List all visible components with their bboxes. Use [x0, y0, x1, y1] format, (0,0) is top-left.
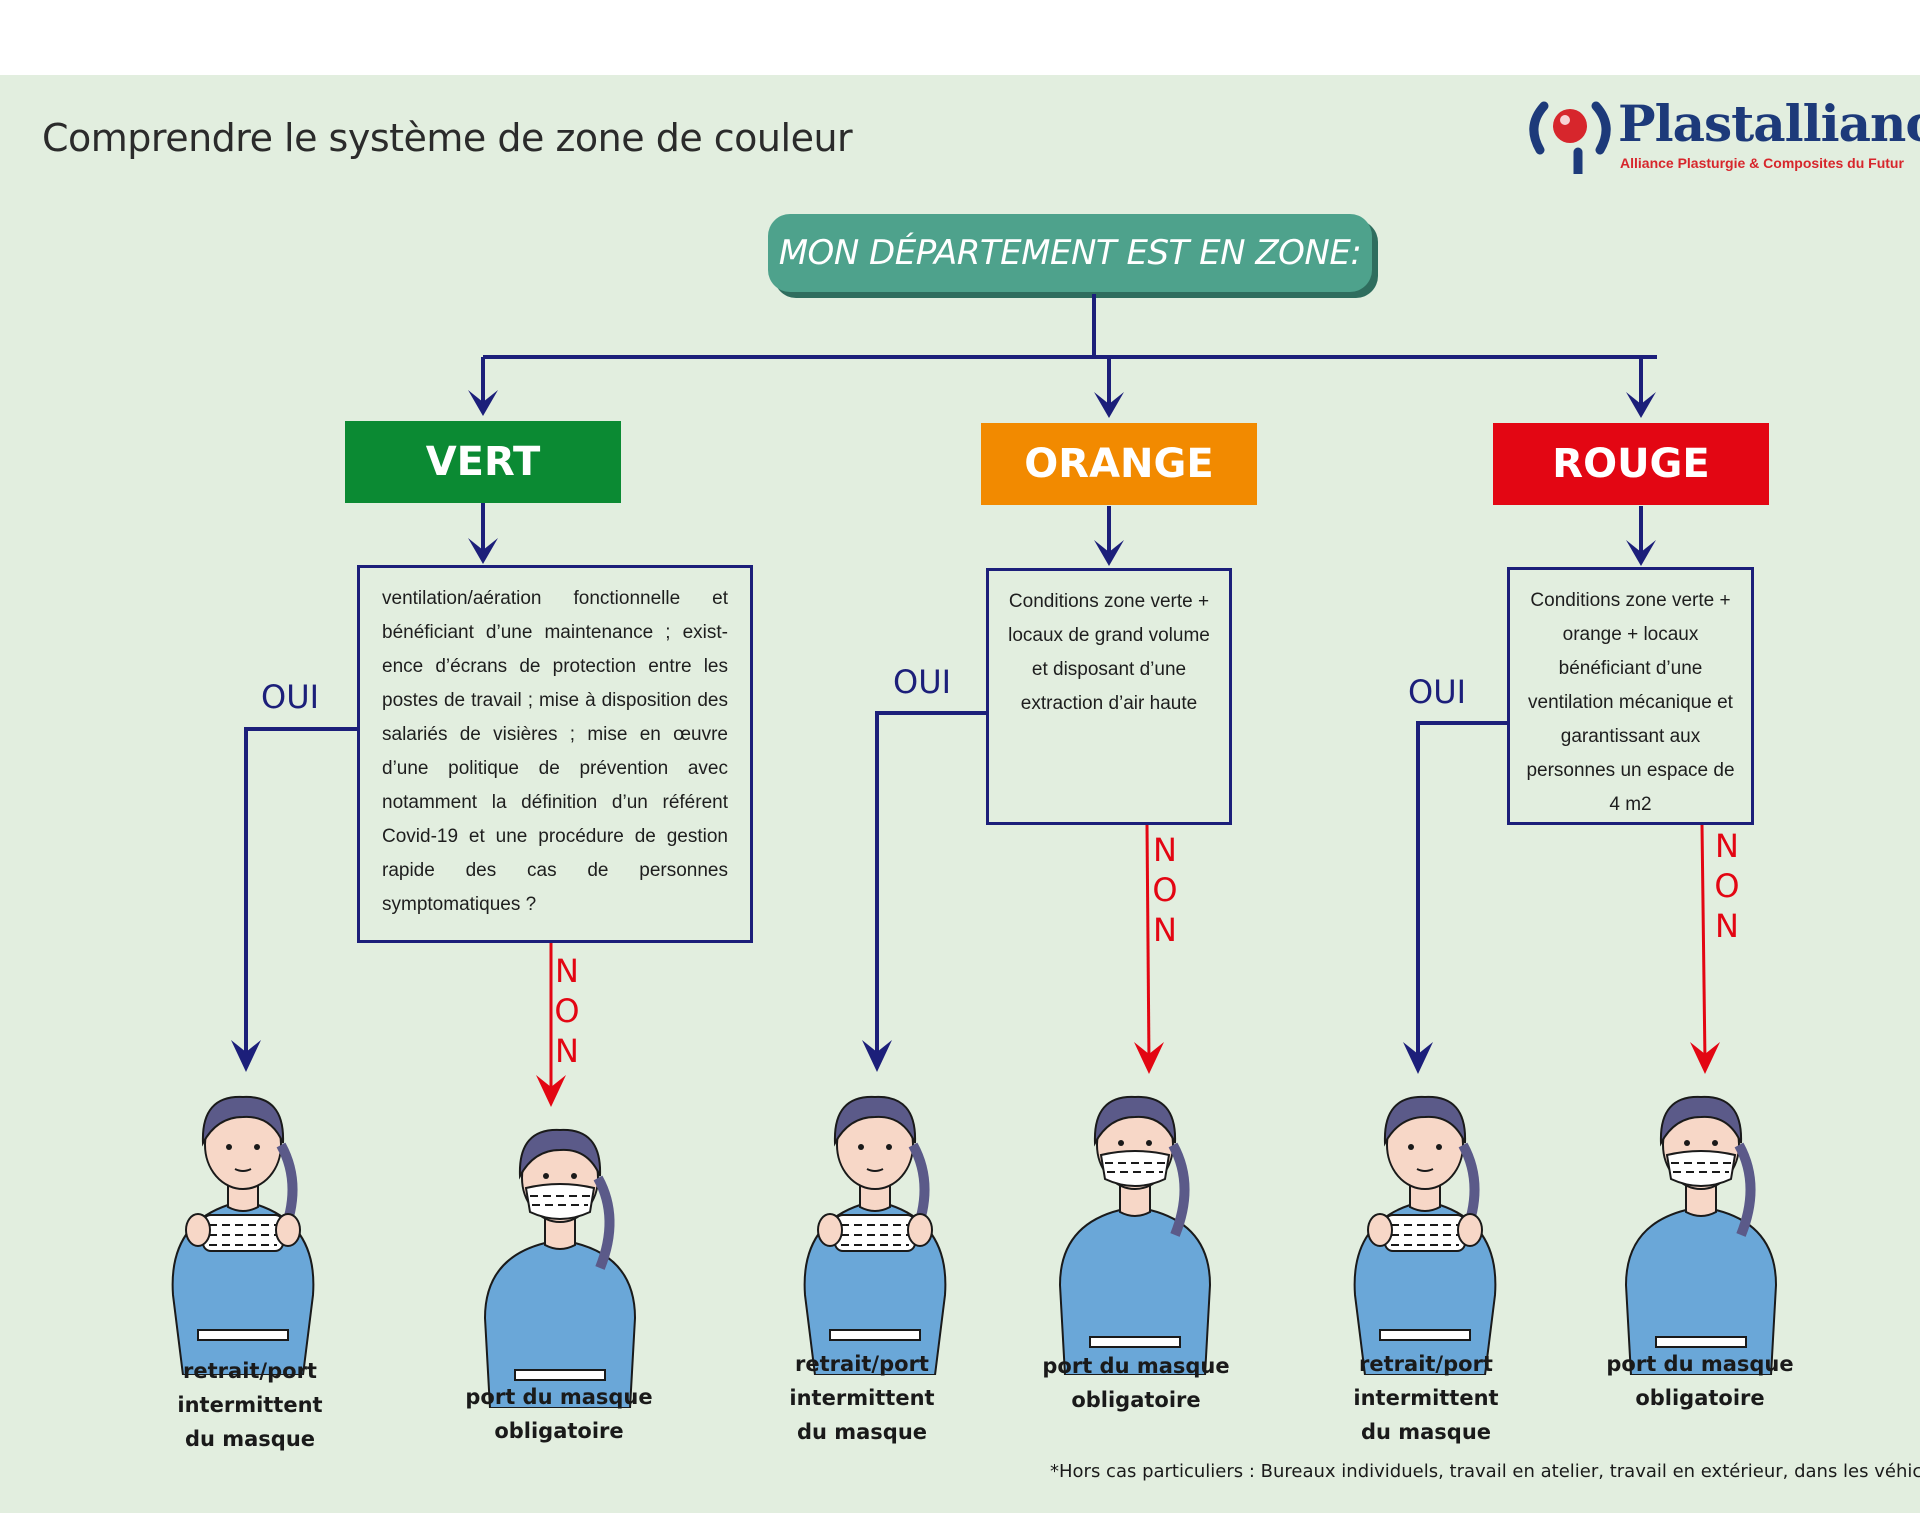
caption-line: du masque	[184, 1427, 316, 1451]
caption-line: retrait/port intermittent	[1353, 1352, 1499, 1410]
result-oui-orange: retrait/port intermittent du masque	[722, 1347, 1002, 1449]
condition-rouge: Conditions zone verte + orange + locaux …	[1507, 567, 1754, 825]
logo: Plastalliance Alliance Plasturgie & Comp…	[1522, 92, 1920, 179]
woman-removing-mask-icon	[803, 1095, 947, 1375]
woman-removing-mask-icon	[171, 1095, 315, 1375]
logo-tagline: Alliance Plasturgie & Composites du Futu…	[1620, 155, 1904, 171]
result-oui-rouge: retrait/port intermittent du masque	[1286, 1347, 1566, 1449]
non-letter: O	[554, 992, 580, 1030]
oui-label-orange: OUI	[893, 663, 952, 701]
non-label-rouge: N O N	[1712, 826, 1742, 946]
result-non-vert: port du masque obligatoire	[419, 1380, 699, 1448]
woman-wearing-mask-icon	[1058, 1095, 1212, 1375]
page-title: Comprendre le système de zone de couleur	[42, 116, 853, 160]
caption-line: obligatoire	[1635, 1386, 1765, 1410]
woman-wearing-mask-icon	[1624, 1095, 1778, 1375]
diagram-background	[0, 75, 1920, 1513]
oui-label-rouge: OUI	[1408, 673, 1467, 711]
non-letter: N	[555, 1032, 579, 1070]
oui-label-vert: OUI	[261, 678, 320, 716]
caption-line: obligatoire	[1071, 1388, 1201, 1412]
woman-removing-mask-icon	[1353, 1095, 1497, 1375]
result-non-rouge: port du masque obligatoire	[1560, 1347, 1840, 1415]
caption-line: retrait/port intermittent	[789, 1352, 935, 1410]
non-letter: N	[1153, 911, 1177, 949]
caption-line: port du masque	[1042, 1354, 1230, 1378]
non-letter: O	[1714, 867, 1740, 905]
logo-name: Plastalliance	[1618, 94, 1920, 153]
zone-vert-label: VERT	[345, 421, 621, 503]
logo-mark-icon	[1529, 101, 1611, 179]
non-letter: O	[1152, 871, 1178, 909]
condition-vert: ventilation/aération fonctionnelle et bé…	[357, 565, 753, 943]
non-label-vert: N O N	[552, 951, 582, 1071]
caption-line: obligatoire	[494, 1419, 624, 1443]
zone-orange-label: ORANGE	[981, 423, 1257, 505]
result-oui-vert: retrait/port intermittent du masque	[110, 1354, 390, 1456]
footnote: *Hors cas particuliers : Bureaux individ…	[1050, 1461, 1920, 1482]
non-label-orange: N O N	[1150, 830, 1180, 950]
caption-line: retrait/port intermittent	[177, 1359, 323, 1417]
woman-wearing-mask-icon	[483, 1128, 637, 1408]
caption-line: du masque	[796, 1420, 928, 1444]
caption-line: du masque	[1360, 1420, 1492, 1444]
non-letter: N	[555, 952, 579, 990]
non-letter: N	[1153, 831, 1177, 869]
caption-line: port du masque	[465, 1385, 653, 1409]
non-letter: N	[1715, 907, 1739, 945]
zone-rouge-label: ROUGE	[1493, 423, 1769, 505]
condition-orange: Conditions zone verte + locaux de grand …	[986, 568, 1232, 825]
result-non-orange: port du masque obligatoire	[996, 1349, 1276, 1417]
non-letter: N	[1715, 827, 1739, 865]
header-box: MON DÉPARTEMENT EST EN ZONE:	[768, 214, 1372, 292]
caption-line: port du masque	[1606, 1352, 1794, 1376]
